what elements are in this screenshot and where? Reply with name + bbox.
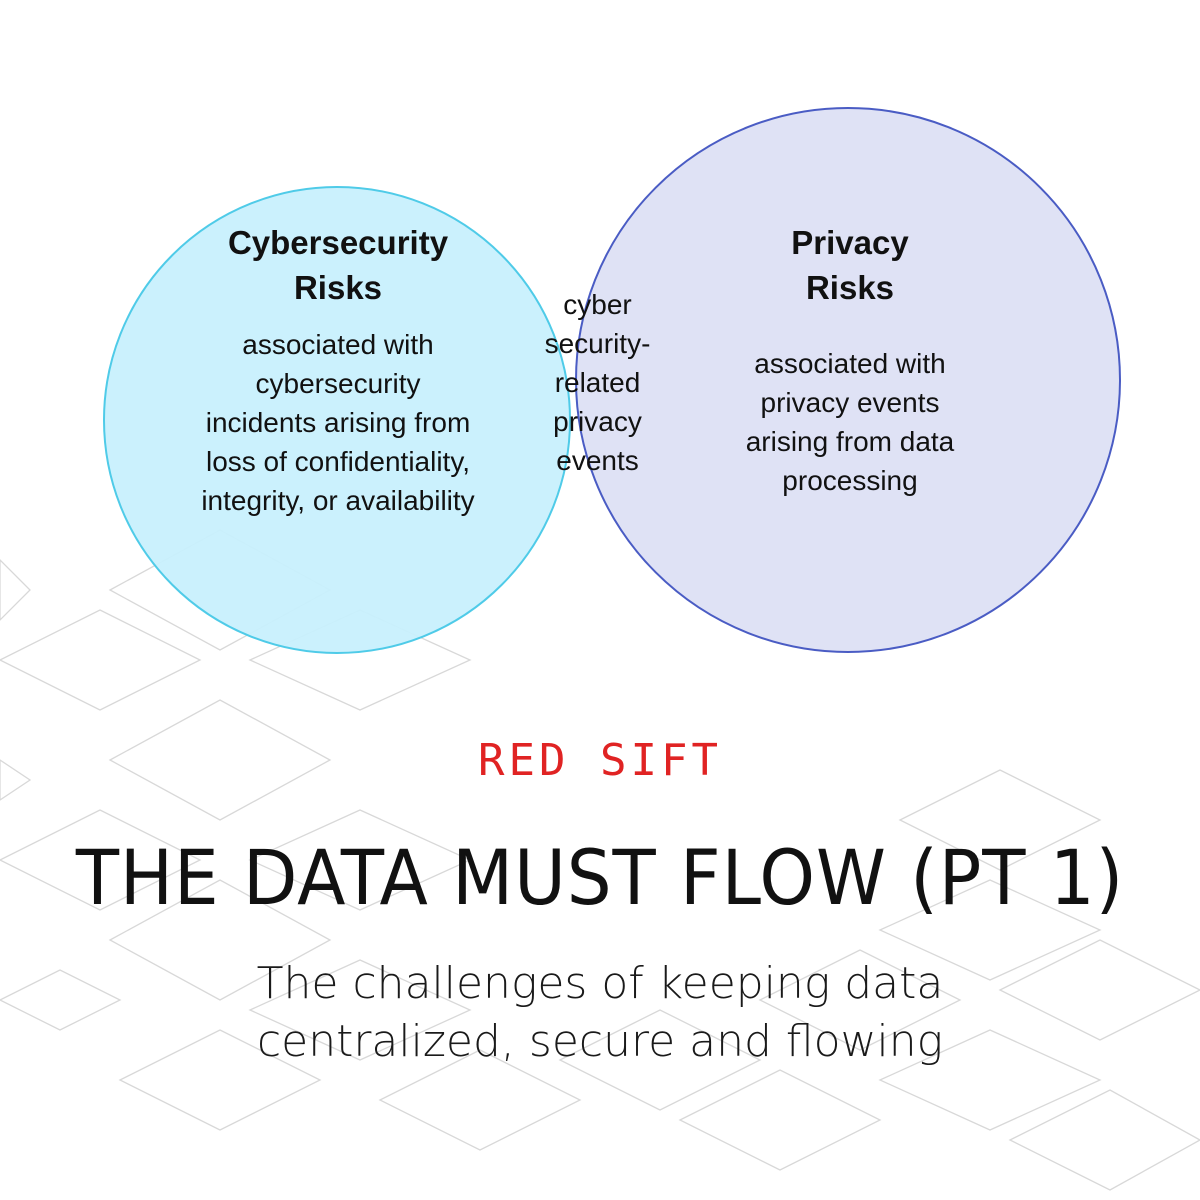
subtitle-line: The challenges of keeping data	[256, 958, 944, 1009]
overlap-line: privacy	[553, 406, 642, 437]
privacy-title-line: Risks	[805, 269, 895, 306]
privacy-circle	[575, 107, 1121, 653]
cybersecurity-title-line: Cybersecurity	[227, 224, 449, 261]
cybersecurity-title-line: Risks	[293, 269, 383, 306]
description-line: processing	[782, 465, 918, 496]
cybersecurity-risks-title: Cybersecurity Risks	[178, 220, 498, 310]
venn-diagram	[103, 107, 1121, 654]
description-line: associated with	[754, 348, 946, 379]
subtitle-line: centralized, secure and flowing	[256, 1016, 944, 1067]
subtitle: The challenges of keeping data centraliz…	[100, 955, 1100, 1071]
overlap-line: cyber	[563, 289, 632, 320]
headline: THE DATA MUST FLOW (PT 1)	[75, 833, 1125, 922]
overlap-line: related	[554, 367, 641, 398]
description-line: arising from data	[745, 426, 955, 457]
cybersecurity-risks-description: associated with cybersecurity incidents …	[158, 325, 518, 520]
description-line: cybersecurity	[255, 368, 421, 399]
red-sift-logo: RED SIFT	[478, 735, 722, 786]
description-line: incidents arising from	[205, 407, 471, 438]
privacy-risks-description: associated with privacy events arising f…	[705, 344, 995, 500]
description-line: loss of confidentiality,	[205, 446, 471, 477]
description-line: integrity, or availability	[201, 485, 475, 516]
privacy-risks-title: Privacy Risks	[700, 220, 1000, 310]
overlap-line: security-	[544, 328, 651, 359]
privacy-title-line: Privacy	[791, 224, 909, 261]
overlap-line: events	[556, 445, 639, 476]
description-line: privacy events	[760, 387, 940, 418]
description-line: associated with	[242, 329, 434, 360]
cybersecurity-circle	[103, 186, 571, 654]
overlap-label: cyber security- related privacy events	[520, 285, 675, 480]
